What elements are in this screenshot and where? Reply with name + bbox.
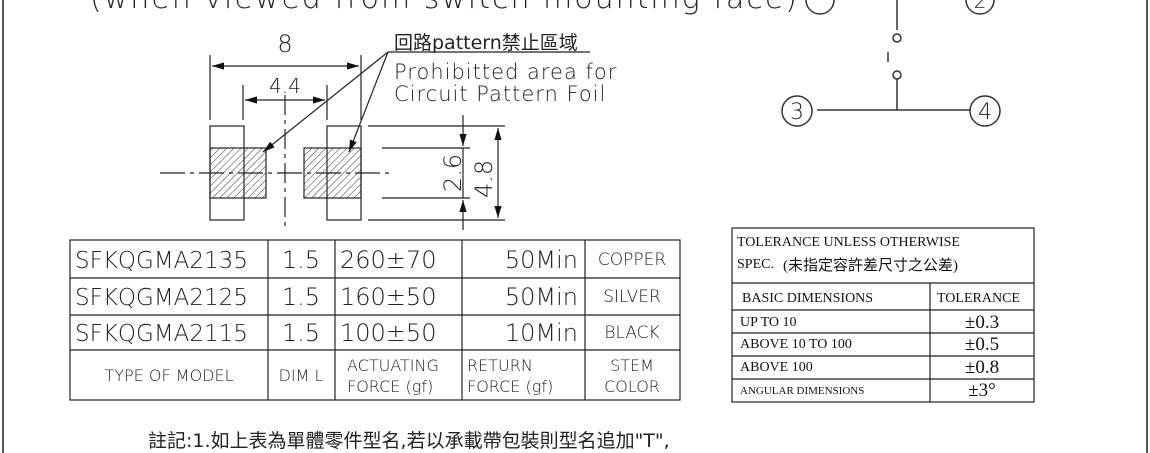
tolerance-value: ±0.5 [965, 334, 999, 355]
actuating-force-cell: 160±50 [340, 283, 436, 311]
stem-color-cell: BLACK [604, 323, 659, 343]
header-actuating-2: FORCE (gf) [347, 377, 433, 396]
return-force-cell: 50Min [505, 283, 578, 311]
tolerance-row: UP TO 10 ±0.3 [740, 312, 999, 333]
tolerance-row: ANGULAR DIMENSIONS ±3° [740, 380, 996, 401]
tolerance-title-2: SPEC. [737, 257, 774, 272]
tolerance-label: ABOVE 100 [740, 360, 813, 375]
table-row: SFKQGMA2135 1.5 260±70 50Min COPPER [75, 246, 666, 274]
switch-schematic [781, 0, 1001, 127]
model-cell: SFKQGMA2125 [75, 285, 248, 311]
dim-width: 8 [277, 30, 292, 58]
model-table [69, 239, 681, 401]
tolerance-title-1: TOLERANCE UNLESS OTHERWISE [737, 235, 960, 250]
dim-pad-height: 2.6 [439, 154, 467, 192]
callout-en-2: Circuit Pattern Foil [394, 82, 606, 106]
view-note: (when viewed from switch mounting face) [90, 0, 799, 16]
tolerance-value: ±0.3 [965, 312, 999, 333]
pin-2-label: 2 [974, 0, 987, 13]
pin-3-label: 3 [790, 100, 804, 125]
header-return-2: FORCE (gf) [467, 377, 553, 396]
tolerance-label: ANGULAR DIMENSIONS [740, 385, 864, 397]
header-return-1: RETURN [467, 356, 533, 375]
header-model: TYPE OF MODEL [104, 366, 233, 385]
tolerance-table [731, 227, 1035, 403]
dim-l-cell: 1.5 [282, 246, 320, 274]
header-color-1: STEM [610, 356, 654, 375]
dim-inner: 4.4 [269, 74, 301, 98]
tolerance-label: ABOVE 10 TO 100 [740, 337, 852, 352]
tolerance-label: UP TO 10 [740, 315, 797, 330]
table-row: SFKQGMA2125 1.5 160±50 50Min SILVER [75, 283, 661, 311]
stem-color-cell: COPPER [598, 250, 666, 270]
return-force-cell: 50Min [505, 246, 578, 274]
model-cell: SFKQGMA2115 [75, 321, 248, 347]
header-actuating-1: ACTUATING [347, 356, 439, 375]
pin-4-label: 4 [978, 100, 992, 125]
col-tol: TOLERANCE [937, 291, 1020, 306]
tolerance-value: ±3° [968, 380, 996, 401]
stem-color-cell: SILVER [603, 287, 661, 307]
header-color-2: COLOR [604, 377, 660, 396]
model-cell: SFKQGMA2135 [75, 248, 248, 274]
dim-l-cell: 1.5 [282, 319, 320, 347]
actuating-force-cell: 260±70 [340, 246, 436, 274]
footprint-drawing [160, 51, 590, 230]
tolerance-row: ABOVE 10 TO 100 ±0.5 [740, 334, 999, 355]
table-row: SFKQGMA2115 1.5 100±50 10Min BLACK [75, 319, 660, 347]
dim-total-height: 4.8 [470, 160, 498, 198]
callout-en-1: Prohibitted area for [394, 60, 617, 84]
dim-l-cell: 1.5 [282, 283, 320, 311]
tolerance-title-cn: (未指定容許差尺寸之公差) [783, 257, 958, 274]
callout-cn: 回路pattern禁止區域 [394, 32, 578, 54]
col-basic: BASIC DIMENSIONS [742, 291, 873, 306]
note-text: 註記:1.如上表為單體零件型名,若以承載帶包裝則型名追加"T", [148, 430, 670, 452]
tolerance-value: ±0.8 [965, 357, 999, 378]
model-table-header: TYPE OF MODEL DIM L ACTUATING FORCE (gf)… [104, 356, 659, 396]
tolerance-row: ABOVE 100 ±0.8 [740, 357, 999, 378]
header-dim-l: DIM L [279, 366, 324, 385]
actuating-force-cell: 100±50 [340, 319, 436, 347]
return-force-cell: 10Min [505, 319, 578, 347]
